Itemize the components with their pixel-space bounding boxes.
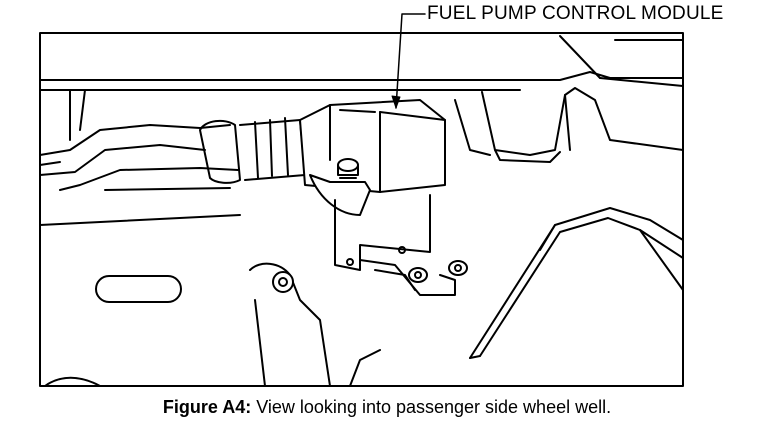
caption-text: View looking into passenger side wheel w… [251,397,612,417]
figure-caption: Figure A4: View looking into passenger s… [0,397,774,418]
callout-leader-line [395,13,426,109]
hose-assembly [39,89,239,191]
right-bracket [454,87,684,163]
callout-arrowhead [391,95,401,109]
mounting-bracket [309,174,431,271]
fender-upper [39,35,684,91]
fender-liner-right [469,207,684,359]
lower-bracket-bolts [359,259,468,296]
figure-id: Figure A4: [162,397,252,417]
module-bolt [337,158,359,179]
callout-label: FUEL PUMP CONTROL MODULE [427,3,724,24]
frame-rail-lower [39,214,381,387]
control-module [299,99,446,193]
